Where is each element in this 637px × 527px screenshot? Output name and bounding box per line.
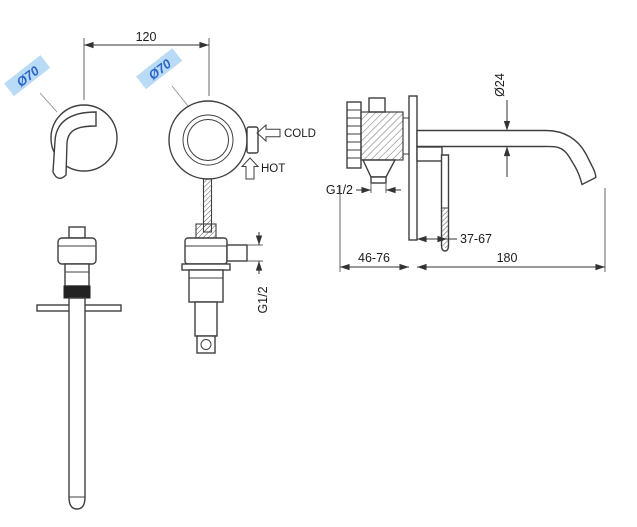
plan-view: G1/2 (36, 223, 270, 510)
side-inlet-threads (347, 109, 361, 159)
side-valve-body (360, 111, 404, 161)
side-top-connector (368, 97, 386, 113)
handle-ring-inner (187, 119, 229, 161)
side-view: G1/2 Ø24 37-67 46-76 (326, 73, 606, 272)
handle-ring-outer (182, 114, 234, 166)
plan-spout-neck (64, 263, 90, 287)
cold-inlet-port (246, 126, 259, 154)
plan-oring-band (63, 285, 91, 299)
plan-spout-body (57, 237, 97, 265)
label-dia70-right: Ø70 (136, 48, 183, 90)
escutcheon-right (168, 100, 248, 180)
plan-valve-flange (181, 263, 231, 271)
hot-arrow-icon (240, 157, 260, 180)
plan-spout-clip (68, 226, 86, 239)
plan-spout-tube (68, 297, 86, 510)
dim-center-distance-label: 120 (136, 30, 157, 44)
thread-side-label: G1/2 (326, 183, 353, 197)
side-handle-hub (416, 146, 443, 162)
side-inlet-stub (370, 176, 387, 184)
dim-handle-projection: 37-67 (417, 232, 492, 246)
plan-valve-base (196, 335, 216, 354)
front-view: 120 Ø70 Ø70 COLD HOT (4, 30, 316, 233)
plan-outlet-port (226, 244, 248, 262)
handle-projection-label: 37-67 (460, 232, 492, 246)
spout-projection-label: 180 (497, 251, 518, 265)
dia70-left-highlight (4, 55, 51, 97)
thread-plan-label: G1/2 (256, 286, 270, 313)
dim-spout-projection: 180 (417, 188, 606, 272)
cold-arrow-icon (256, 123, 281, 143)
dim-thread-plan: G1/2 (247, 232, 270, 314)
body-depth-label: 46-76 (358, 251, 390, 265)
dim-center-distance: 120 (83, 30, 210, 100)
label-dia70-left: Ø70 (4, 55, 51, 97)
plan-valve-cartridge (195, 223, 217, 239)
dia70-right-highlight (136, 48, 183, 90)
side-spout (416, 129, 597, 186)
spout-front (52, 111, 97, 180)
dim-spout-dia: Ø24 (493, 73, 511, 177)
plan-valve-screw (200, 339, 212, 350)
spout-dia-label: Ø24 (493, 73, 507, 97)
side-inlet-fitting (361, 159, 397, 178)
dim-body-depth: 46-76 (339, 185, 409, 272)
dim-thread-side: G1/2 (326, 183, 401, 197)
hot-label: HOT (261, 163, 285, 175)
plan-valve-lower (188, 269, 224, 303)
plan-valve-body (184, 237, 228, 265)
plan-valve-stem (194, 301, 218, 337)
side-handle-knurl (441, 208, 449, 248)
cold-label: COLD (284, 128, 316, 140)
side-wall-plate (408, 95, 418, 241)
